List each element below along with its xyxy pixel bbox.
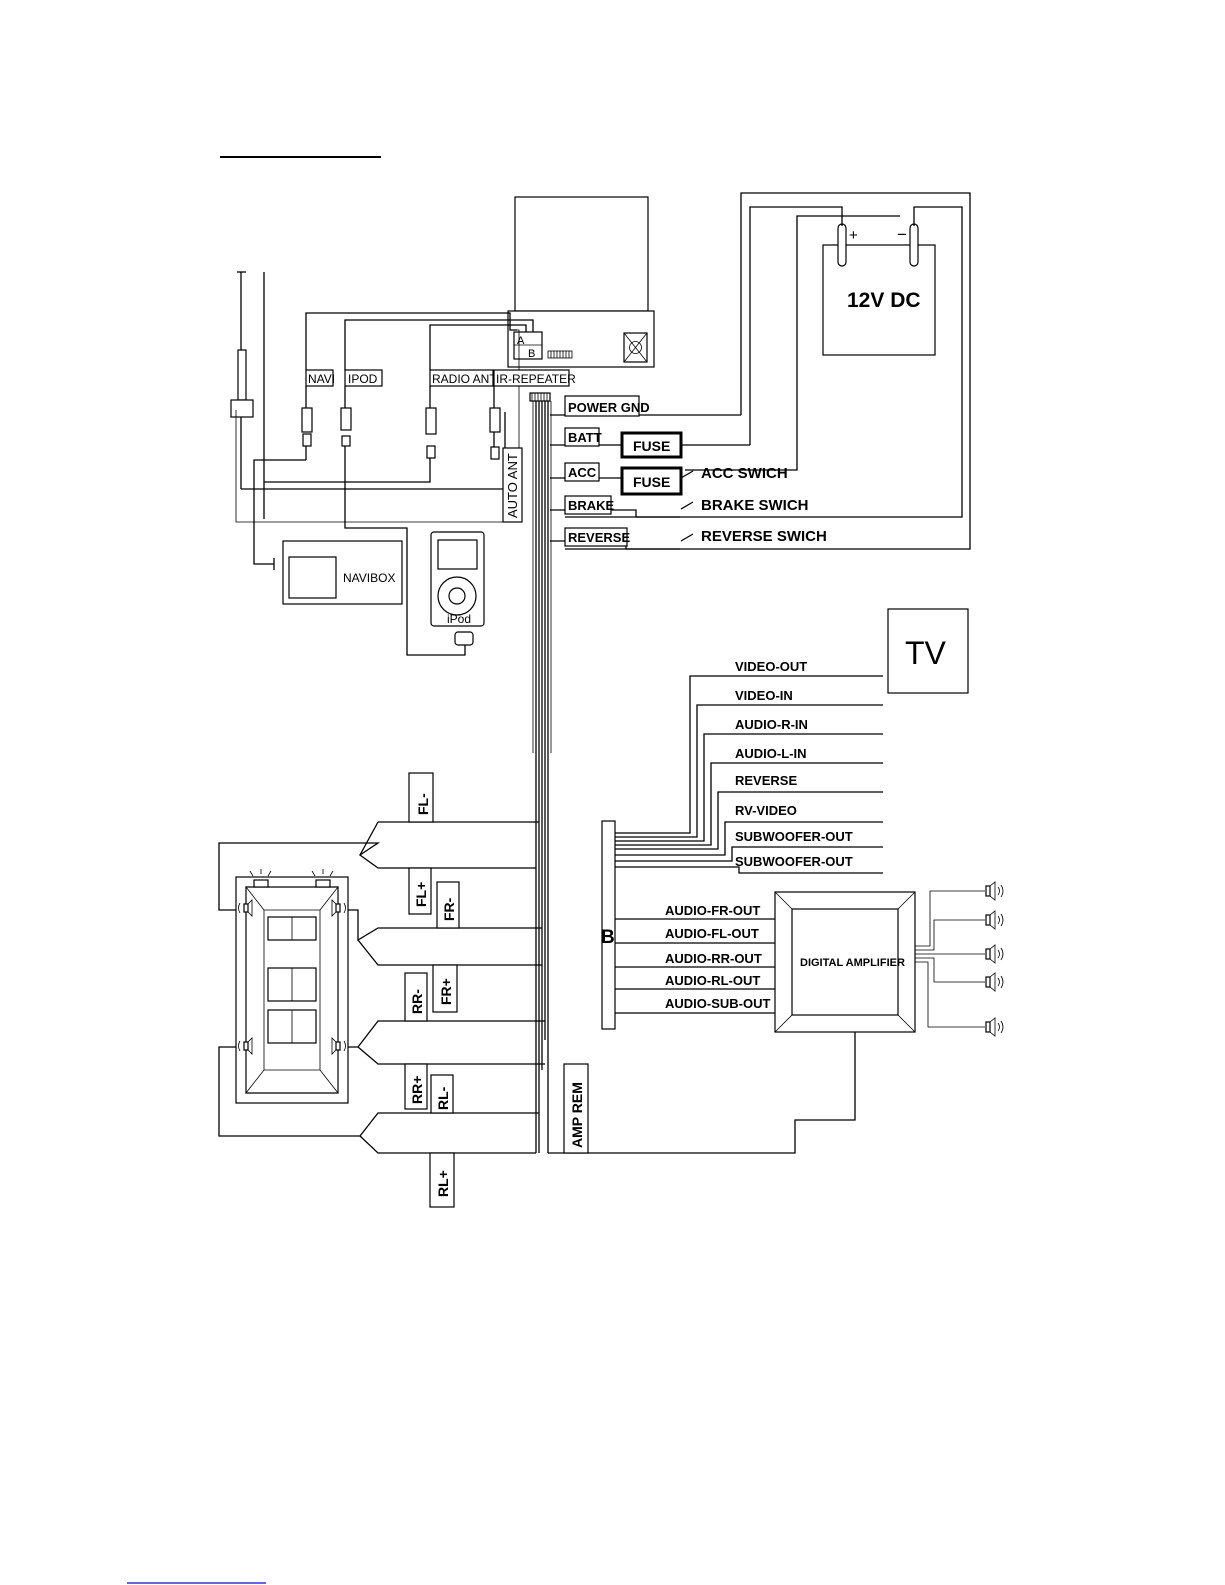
speaker-icon — [985, 1017, 1004, 1037]
car-speakers — [238, 899, 346, 1055]
wire-label-rr-minus: RR- — [409, 989, 425, 1014]
wire-label-rl-minus: RL- — [435, 1086, 451, 1110]
car-outline — [235, 869, 349, 1104]
speaker-icon — [985, 881, 1004, 901]
audio-out-rr: AUDIO-RR-OUT — [665, 951, 762, 966]
amp-rem-label: AMP REM — [569, 1082, 585, 1148]
main-harness — [529, 392, 552, 1153]
navibox: NAVIBOX — [282, 540, 403, 605]
head-unit-connector-a: A — [517, 335, 525, 347]
av-line-audio-l-in: AUDIO-L-IN — [735, 746, 807, 761]
brake-switch-label: BRAKE SWICH — [701, 497, 809, 514]
ipod-device: iPod — [430, 531, 485, 646]
audio-out-lines: AUDIO-FR-OUT AUDIO-FL-OUT AUDIO-RR-OUT A… — [615, 903, 775, 1014]
speaker-icon — [331, 1037, 346, 1055]
av-line-rv-video: RV-VIDEO — [735, 803, 797, 818]
wire-label-rr-plus: RR+ — [409, 1076, 425, 1104]
tv-label: TV — [905, 635, 947, 671]
av-line-subwoofer-out-1: SUBWOOFER-OUT — [735, 829, 853, 844]
head-unit-connector-b: B — [528, 348, 535, 360]
power-wires: POWER GND BATT ACC BRAKE REVERSE FUSE FU… — [550, 395, 827, 550]
wire-label-fr-plus: FR+ — [438, 978, 454, 1005]
audio-out-fl: AUDIO-FL-OUT — [665, 926, 759, 941]
speaker-icon — [985, 944, 1004, 964]
battery-minus: − — [897, 225, 907, 244]
av-line-video-in: VIDEO-IN — [735, 688, 793, 703]
reverse-switch-label: REVERSE SWICH — [701, 528, 827, 545]
battery-label: 12V DC — [847, 289, 921, 312]
port-label-ipod: IPOD — [348, 372, 378, 386]
battery: 12V DC + − — [822, 223, 936, 356]
amp-speakers — [985, 881, 1004, 1037]
av-line-subwoofer-out-2: SUBWOOFER-OUT — [735, 854, 853, 869]
speaker-icon — [985, 972, 1004, 992]
tv: TV — [887, 608, 969, 694]
av-line-video-out: VIDEO-OUT — [735, 659, 807, 674]
acc-switch-label: ACC SWICH — [701, 465, 788, 482]
digital-amplifier: DIGITAL AMPLIFIER — [548, 890, 985, 1154]
speaker-wire-labels: FL- FL+ FR- FR+ RR- RR+ RL- RL+ AMP REM — [404, 772, 589, 1208]
speaker-icon — [331, 899, 346, 917]
battery-plus: + — [849, 227, 858, 244]
antenna-port-labels: NAVI IPOD RADIO ANT IR-REPEATER AUTO ANT — [305, 369, 576, 523]
speaker-icon — [238, 1037, 253, 1055]
av-lines: VIDEO-OUT VIDEO-IN AUDIO-R-IN AUDIO-L-IN… — [615, 659, 883, 874]
auto-ant-label: AUTO ANT — [505, 453, 520, 518]
port-label-ir-repeater: IR-REPEATER — [496, 372, 576, 386]
av-line-reverse: REVERSE — [735, 773, 797, 788]
fuse-acc-label: FUSE — [633, 474, 670, 490]
speaker-icon — [985, 910, 1004, 930]
head-unit: A B — [507, 196, 655, 368]
speaker-icon — [238, 899, 253, 917]
antenna-section — [230, 271, 534, 656]
audio-out-sub: AUDIO-SUB-OUT — [665, 996, 770, 1011]
power-gnd-label: POWER GND — [568, 400, 650, 415]
batt-label: BATT — [568, 430, 602, 445]
wire-label-fr-minus: FR- — [441, 897, 457, 921]
audio-out-rl: AUDIO-RL-OUT — [665, 973, 760, 988]
connector-b-label: B — [601, 927, 615, 948]
navibox-label: NAVIBOX — [343, 571, 395, 585]
wire-label-rl-plus: RL+ — [435, 1170, 451, 1197]
port-label-navi: NAVI — [308, 372, 335, 386]
wire-label-fl-plus: FL+ — [413, 882, 429, 907]
ipod-label: iPod — [447, 612, 471, 626]
speaker-wiring — [218, 821, 545, 1154]
wire-label-fl-minus: FL- — [415, 793, 431, 815]
port-label-radio-ant: RADIO ANT — [432, 372, 497, 386]
reverse-label: REVERSE — [568, 530, 630, 545]
av-line-audio-r-in: AUDIO-R-IN — [735, 717, 808, 732]
fuse-batt-label: FUSE — [633, 438, 670, 454]
brake-label: BRAKE — [568, 498, 615, 513]
av-connector: B — [601, 820, 616, 1030]
amplifier-label: DIGITAL AMPLIFIER — [800, 957, 905, 969]
audio-out-fr: AUDIO-FR-OUT — [665, 903, 760, 918]
acc-label: ACC — [568, 465, 597, 480]
